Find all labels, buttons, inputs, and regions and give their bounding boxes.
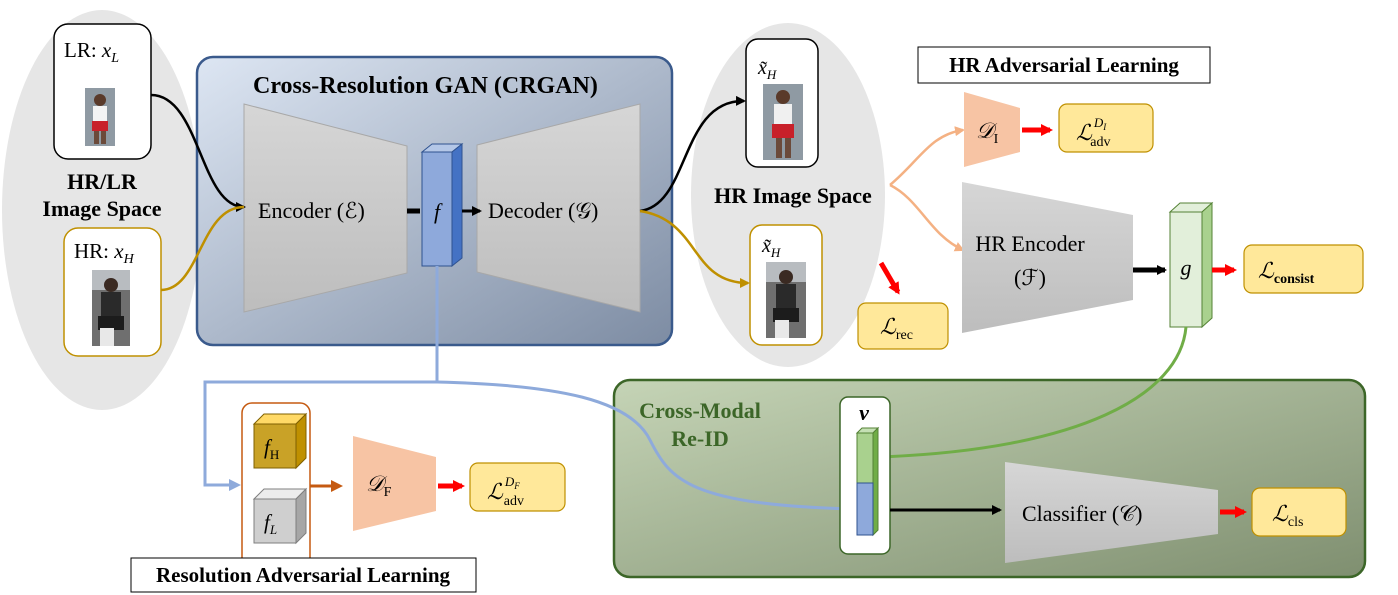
feature-adv-loss-box [469,462,566,512]
rec-loss-label: ℒrec [880,314,913,343]
encoder-block [243,103,408,313]
feature-low-label: fL [264,510,277,537]
feature-discriminator-label: 𝒟F [366,471,392,500]
feature-g-label: g [1181,255,1192,280]
feature-discriminator-block [353,436,436,531]
hr-encoder-label-line2: (ℱ) [1014,265,1046,290]
f-to-v-arrow [203,266,439,491]
image-discriminator-label: 𝒟I [976,118,999,147]
to-image-discriminator-arrow [889,126,965,186]
hr-encoder-block [962,182,1133,333]
input-space-label-line2: Image Space [42,196,161,221]
hr-adversarial-title: HR Adversarial Learning [949,53,1179,77]
feature-v-bar [855,426,880,537]
decoder-label: Decoder (𝒢) [488,198,598,223]
f-to-cross-modal-arrow [436,380,858,515]
feature-f-block [420,142,464,268]
g-to-v-arrow [875,326,1188,463]
decoder-block [476,103,641,313]
hr-image-space-label: HR Image Space [714,183,872,208]
to-hr-encoder-arrow [889,183,965,252]
classifier-block [1005,462,1218,563]
hr-adversarial-title-box [917,46,1211,84]
encoder-label: Encoder (ℰ) [258,198,365,223]
cls-loss-label: ℒcls [1272,501,1303,530]
image-discriminator-block [964,92,1020,167]
hr-person-image [92,270,130,346]
hr-to-encoder-arrow [160,205,245,292]
crgan-title: Cross-Resolution GAN (CRGAN) [253,73,598,99]
cross-modal-title-line2: Re-ID [671,426,728,451]
classifier-label: Classifier (𝒞) [1022,501,1143,526]
input-space-label-line1: HR/LR [67,169,138,194]
image-adv-loss-box [1058,103,1154,153]
output-bottom-person-image [766,262,806,338]
lr-person-image [85,88,115,146]
feature-f-label: f [434,199,443,224]
cls-loss-box [1251,487,1347,537]
resolution-adversarial-title: Resolution Adversarial Learning [156,563,451,587]
consist-loss-box [1243,244,1364,294]
cross-modal-title-line1: Cross-Modal [639,398,761,423]
feature-high-cube [252,412,308,470]
hr-encoder-label-line1: HR Encoder [975,231,1085,256]
decoder-to-top-output-arrow [639,95,746,213]
output-bottom-label: x̃H [761,235,781,260]
hr-input-label: HR: xH [74,239,135,267]
feature-g-block [1168,201,1214,329]
output-top-person-image [763,84,803,160]
feature-v-label: v [859,400,869,425]
feature-high-label: fH [264,435,279,462]
decoder-to-bottom-output-arrow [639,209,750,288]
hr-image-space-ellipse [691,23,885,367]
rec-loss-arrow [878,261,901,295]
consist-loss-label: ℒconsist [1258,258,1315,287]
feature-low-cube [252,487,308,545]
rec-loss-box [857,302,949,350]
resolution-adversarial-title-box [130,557,477,593]
lr-to-encoder-arrow [150,93,246,212]
output-top-label: x̃H [757,57,777,82]
lr-input-label: LR: xL [64,38,119,66]
